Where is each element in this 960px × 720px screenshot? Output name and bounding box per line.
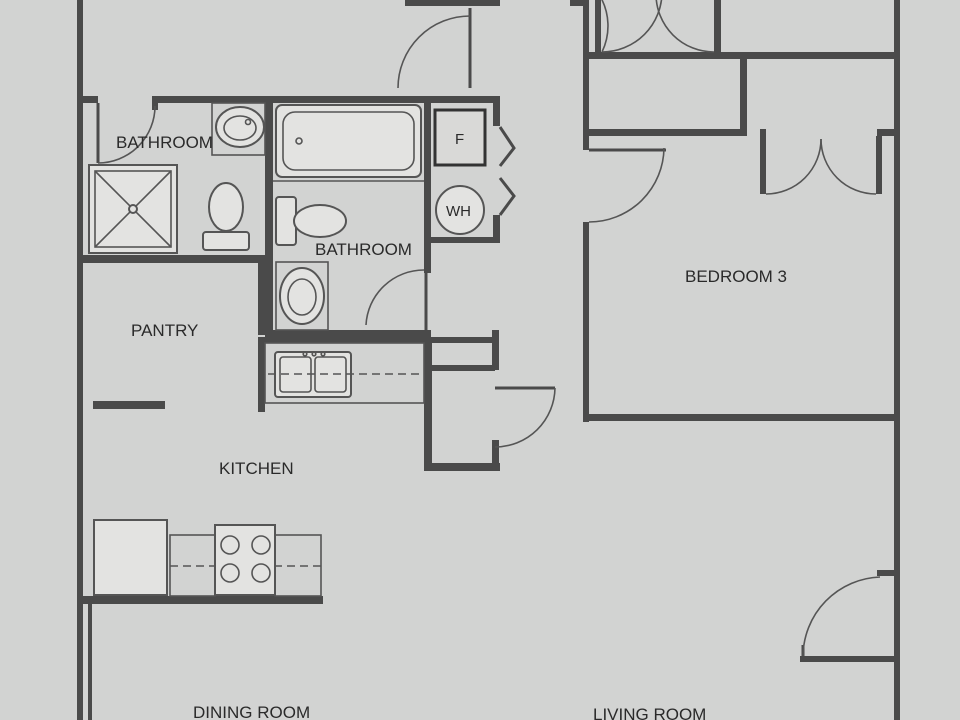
bath2-toilet-icon (293, 204, 347, 238)
entry-wall-stub-bottom (800, 656, 900, 662)
pantry-bottom-wall (93, 401, 165, 409)
upper-closet-bottom (589, 52, 900, 59)
kitchen-closet-bottom-wall (424, 463, 500, 471)
entry-wall-stub-top (877, 570, 900, 576)
room-label-bathroom-1: BATHROOM (116, 133, 213, 152)
burner-3 (220, 563, 240, 583)
bathroom-1-fixtures (88, 102, 266, 254)
bath-partition (265, 103, 273, 263)
faucet-dot-1 (302, 351, 308, 357)
door-upper-closet-left (601, 0, 663, 53)
burner-2 (251, 535, 271, 555)
outer-wall-left (77, 0, 83, 720)
upper-closet-divider (714, 0, 721, 56)
kitchen-bottom-wall (83, 596, 323, 604)
room-label-bathroom-2: BATHROOM (315, 240, 412, 259)
room-label-pantry: PANTRY (131, 321, 198, 340)
bath2-bottom-wall (265, 330, 427, 337)
bedroom-top-wall (589, 129, 747, 136)
bath2-vanity (275, 261, 329, 331)
outer-wall-right (894, 0, 900, 720)
walls (77, 0, 900, 720)
top-wall-stub (405, 0, 500, 6)
room-labels: BATHROOM BATHROOM PANTRY KITCHEN BEDROOM… (116, 131, 787, 720)
utility-right-wall-bottom (493, 215, 500, 243)
door-upper-closet-left-2 (601, 0, 609, 53)
bath2-left-wall-lower (265, 263, 273, 337)
utility-right-wall-top (493, 96, 500, 126)
shower-drain-icon (128, 204, 138, 214)
bath2-sink-basin (287, 278, 317, 316)
closet-jamb-right (876, 136, 882, 194)
water-heater-icon (435, 185, 485, 235)
furnace-icon (433, 108, 487, 167)
bath-left-jamb (152, 96, 158, 110)
bathroom-2-fixtures (273, 104, 424, 331)
bath-upper-wall (155, 96, 500, 103)
dining-left-wall (88, 604, 92, 720)
water-heater-label: WH (446, 203, 471, 220)
sink-counter-left-wall (258, 337, 265, 412)
faucet-dot-2 (311, 351, 317, 357)
bedroom-top-wall-right (877, 129, 900, 136)
burner-4 (251, 563, 271, 583)
room-label-bedroom-3: BEDROOM 3 (685, 267, 787, 286)
bath1-sink-icon (215, 106, 265, 148)
bath2-right-wall (424, 103, 431, 273)
sink-counter (264, 342, 425, 404)
bathtub-icon (275, 104, 422, 178)
bath1-vanity (211, 102, 266, 156)
bath1-toilet-icon (208, 182, 244, 232)
bath1-faucet (244, 118, 252, 126)
sink-counter-wall-top (265, 337, 495, 343)
kitchen-fixtures (93, 342, 425, 597)
bedroom-left-wall-top (583, 0, 589, 150)
closet-jamb-left (760, 129, 766, 194)
door-bed-closet-left (765, 138, 822, 195)
utility-bottom-wall (424, 237, 500, 243)
bathtub-inner (282, 111, 415, 171)
doors (96, 0, 881, 657)
door-utility-top (498, 126, 516, 167)
kitchen-closet-right-top (492, 330, 499, 370)
room-label-living-room: LIVING ROOM (593, 705, 706, 720)
closet-divider (430, 365, 495, 371)
door-utility-bottom (498, 177, 516, 216)
utility-closet (433, 108, 487, 235)
mid-closet-wall (740, 59, 747, 134)
door-bedroom-swing (588, 147, 665, 223)
bathtub-drain (295, 137, 303, 145)
room-label-kitchen: KITCHEN (219, 459, 294, 478)
door-entry-swing (802, 576, 881, 657)
range-icon (214, 524, 276, 596)
furnace-label: F (455, 131, 464, 148)
bath1-sink-basin (223, 115, 257, 141)
shower-inner (94, 170, 172, 248)
faucet-dot-3 (320, 351, 326, 357)
bath-upper-wall-left (83, 96, 98, 103)
pantry-right-wall (258, 263, 265, 335)
bath2-sink-icon (279, 267, 325, 325)
upper-closet-wall-left (595, 0, 601, 56)
refrigerator-icon (93, 519, 168, 596)
bath1-toilet-tank (202, 231, 250, 251)
kitchen-closet-left-wall (424, 343, 432, 470)
kitchen-closet-right-bottom (492, 440, 499, 471)
room-label-dining-room: DINING ROOM (193, 703, 310, 720)
door-bed-closet-right (820, 138, 877, 195)
top-wall-stub-right (570, 0, 586, 6)
door-upper-closet-right (655, 0, 715, 53)
door-bath1-swing (97, 105, 156, 164)
bedroom-bottom-wall (583, 414, 900, 421)
door-bath2-swing (365, 269, 425, 326)
bedroom-left-wall-bottom (583, 222, 589, 422)
burner-1 (220, 535, 240, 555)
door-top-swing (397, 15, 471, 89)
bath1-bottom-wall (83, 255, 273, 263)
door-closet-swing (494, 387, 556, 448)
